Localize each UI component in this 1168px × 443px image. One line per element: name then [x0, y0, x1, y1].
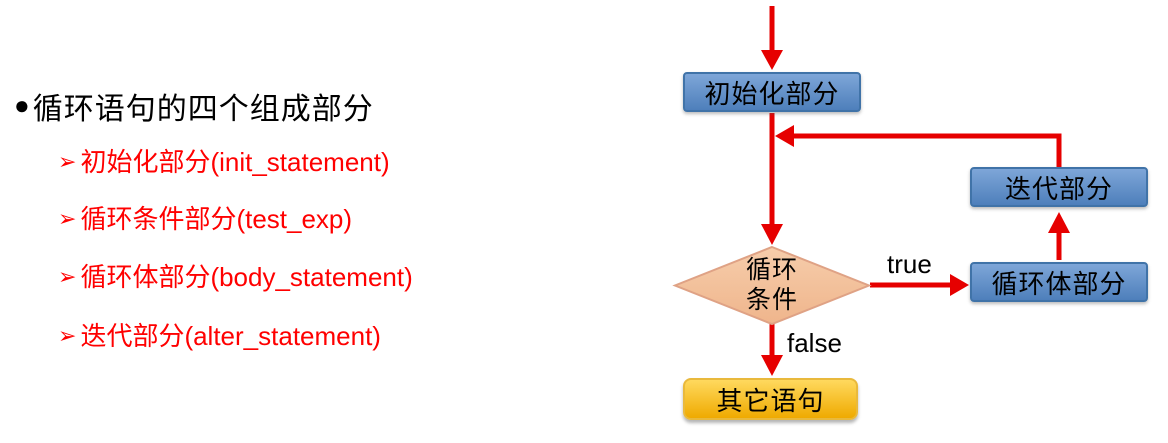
- page-title: 循环语句的四个组成部分: [32, 93, 374, 126]
- arrowhead-init-to-condition: [761, 224, 783, 245]
- flow-node-condition: 循环 条件: [666, 243, 878, 328]
- flow-node-init: 初始化部分: [683, 72, 861, 112]
- list-item-label: 迭代部分(alter_statement): [80, 321, 381, 351]
- list-item-label: 循环体部分(body_statement): [80, 262, 413, 292]
- list-item: ➢ 循环条件部分(test_exp): [58, 204, 352, 234]
- page-title-row: ● 循环语句的四个组成部分: [14, 84, 374, 128]
- arrowhead-entry: [761, 50, 783, 70]
- arrow-bullet-icon: ➢: [58, 323, 77, 348]
- list-item-label: 循环条件部分(test_exp): [80, 204, 353, 234]
- arrowhead-body-to-iterate: [1048, 212, 1070, 233]
- list-item: ➢ 迭代部分(alter_statement): [58, 321, 381, 351]
- flow-node-body: 循环体部分: [970, 262, 1148, 302]
- false-edge-label: false: [787, 328, 842, 358]
- arrowhead-false: [761, 355, 783, 376]
- arrow-bullet-icon: ➢: [58, 206, 77, 231]
- condition-label-line1: 循环: [745, 256, 798, 284]
- condition-label: 循环 条件: [666, 243, 878, 328]
- list-item: ➢ 初始化部分(init_statement): [58, 147, 390, 177]
- true-edge-label: true: [887, 249, 932, 279]
- arrowhead-feedback: [775, 125, 794, 147]
- list-item-label: 初始化部分(init_statement): [80, 147, 390, 177]
- arrow-bullet-icon: ➢: [58, 149, 77, 174]
- list-item: ➢ 循环体部分(body_statement): [58, 262, 413, 292]
- arrow-feedback: [794, 133, 1062, 168]
- flow-node-iterate: 迭代部分: [970, 167, 1148, 207]
- condition-label-line2: 条件: [745, 286, 798, 314]
- flow-node-other: 其它语句: [683, 378, 858, 420]
- bullet-dot-icon: ●: [14, 91, 31, 120]
- arrow-bullet-icon: ➢: [58, 264, 77, 289]
- arrowhead-true: [950, 274, 969, 296]
